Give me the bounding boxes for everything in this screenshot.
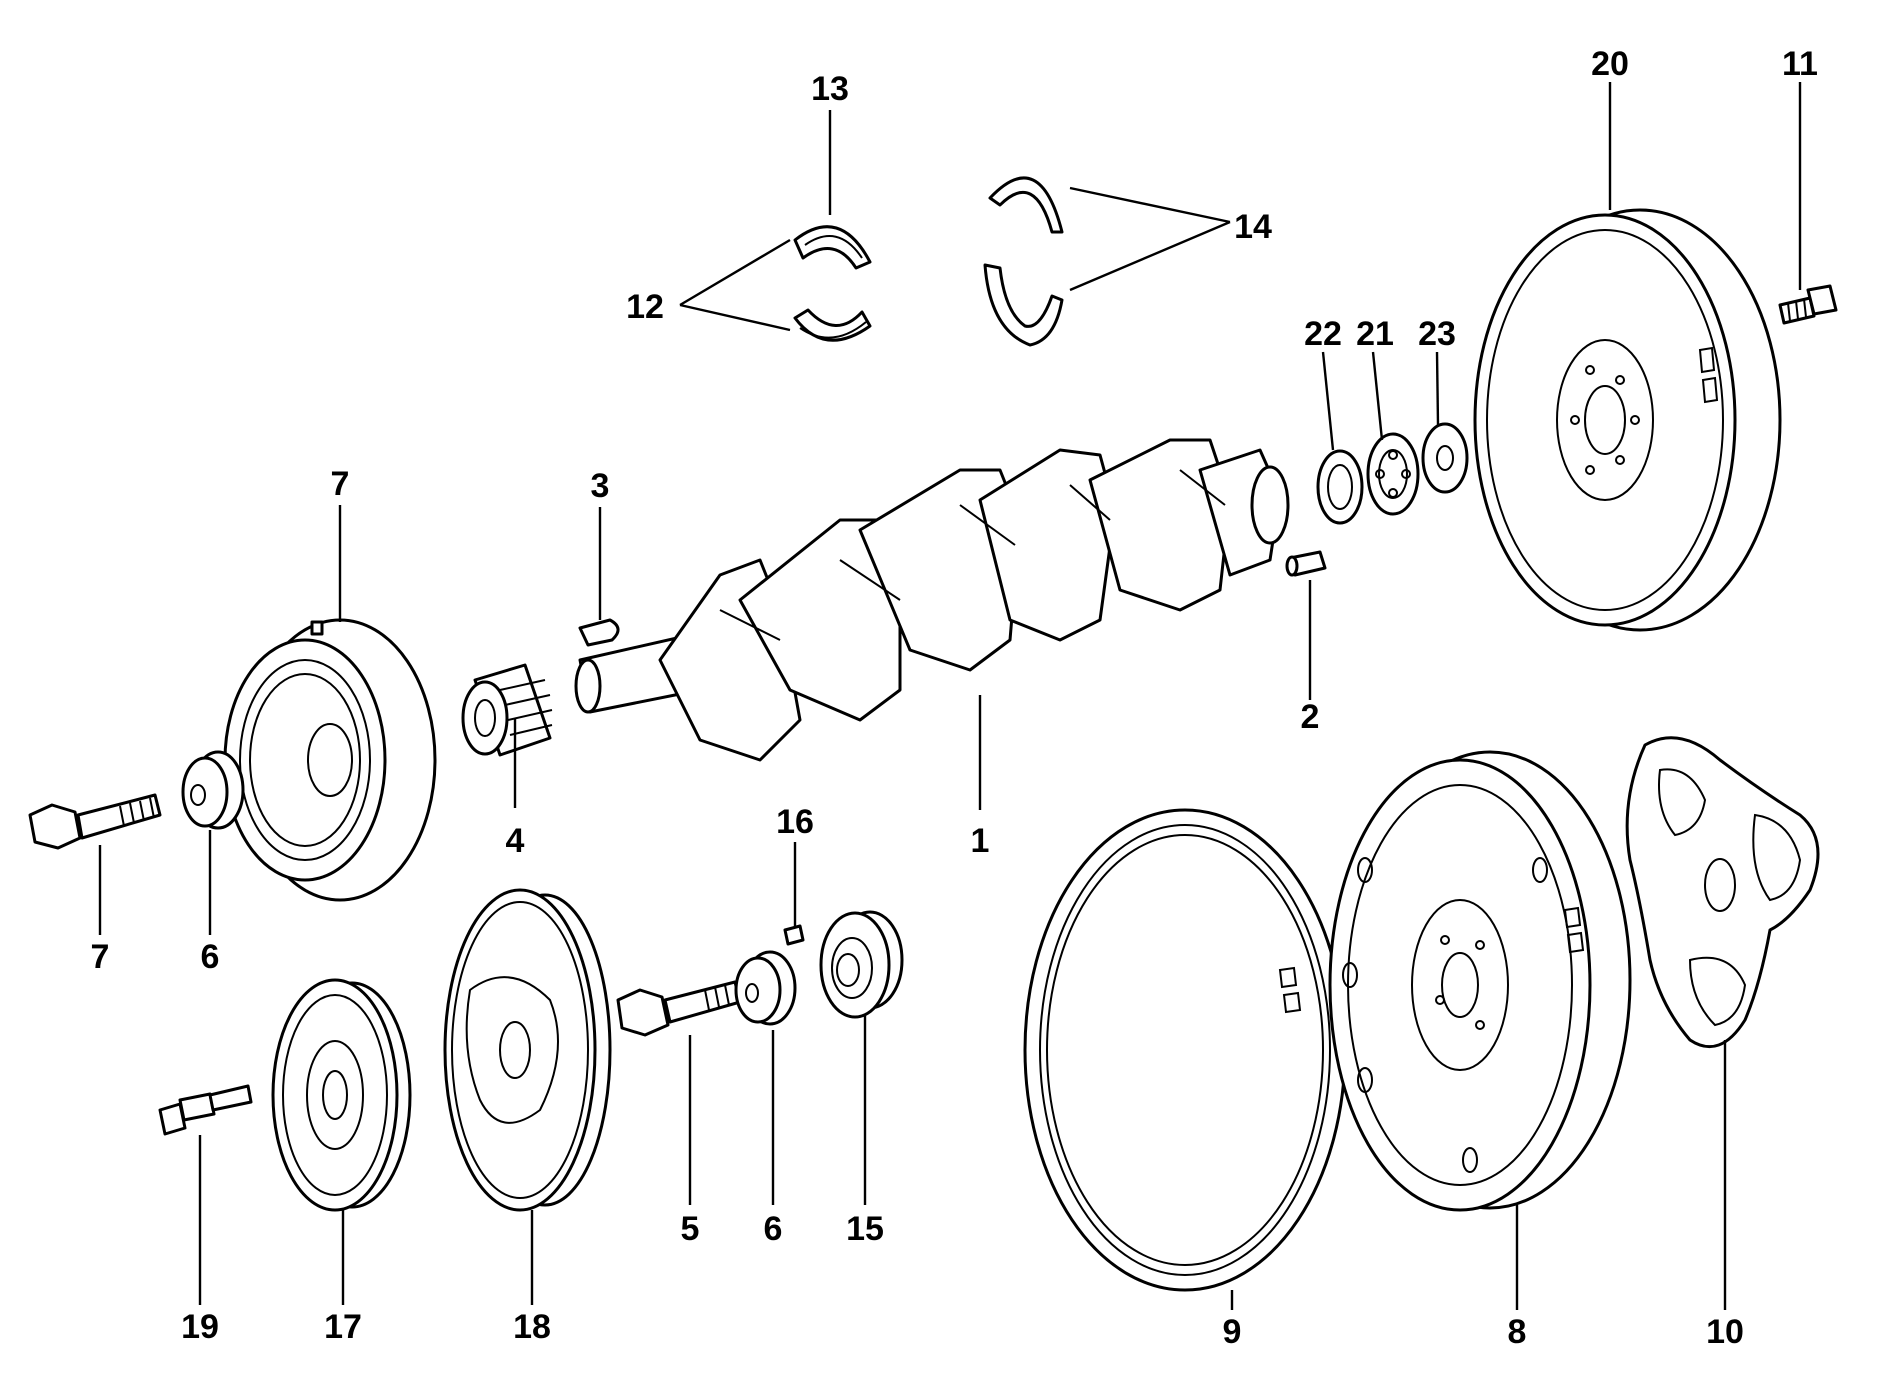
callout-6-upper: 6 [201,938,220,976]
callout-12: 12 [626,288,664,326]
woodruff-key [578,618,620,647]
callout-22: 22 [1304,315,1342,353]
callout-3: 3 [591,467,610,505]
crank-damper [223,618,437,902]
washer-upper [181,750,245,830]
flexplate [1328,750,1632,1212]
callout-10: 10 [1706,1313,1744,1351]
hub [819,910,904,1019]
dowel-pin [1285,550,1327,577]
main-bearing-shell-upper [793,225,872,270]
callout-18: 18 [513,1308,551,1346]
pulley [271,978,412,1212]
small-key [783,924,805,946]
flywheel-bolt [1778,284,1838,325]
callout-5: 5 [681,1210,700,1248]
callouts: 13 12 14 3 4 1 2 22 21 23 20 11 7 7 6 16… [91,45,1818,1351]
callout-11: 11 [1782,45,1818,83]
callout-2: 2 [1301,698,1320,736]
callout-21: 21 [1356,315,1394,353]
damper-bolt [28,793,162,850]
callout-15: 15 [846,1210,884,1248]
ring-gear [1023,808,1347,1292]
callout-7-bolt: 7 [91,938,110,976]
washer-lower [734,950,797,1026]
flywheel [1473,208,1782,632]
timing-gear [461,663,553,757]
damper-disc [443,888,612,1212]
callout-7-damper: 7 [331,465,350,503]
callout-1: 1 [971,822,990,860]
callout-9: 9 [1223,1313,1242,1351]
leader-lines [98,82,1802,1310]
thrust-washer-lower [983,263,1064,347]
callout-17: 17 [324,1308,362,1346]
main-bearing-shell-lower [793,308,872,342]
pulley-bolt-small [158,1084,253,1136]
callout-14: 14 [1234,208,1272,246]
callout-4: 4 [506,822,525,860]
callout-13: 13 [811,70,849,108]
crankshaft [574,438,1290,762]
thrust-washer-upper [988,176,1064,234]
callout-23: 23 [1418,315,1456,353]
callout-8: 8 [1508,1313,1527,1351]
callout-20: 20 [1591,45,1629,83]
callout-16: 16 [776,803,814,841]
seal-left [1316,449,1364,525]
callout-6-lower: 6 [764,1210,783,1248]
pulley-bolt [616,980,742,1037]
adapter-plate [1625,736,1820,1049]
seal-right [1421,422,1469,494]
callout-19: 19 [181,1308,219,1346]
pilot-bearing [1366,432,1420,516]
